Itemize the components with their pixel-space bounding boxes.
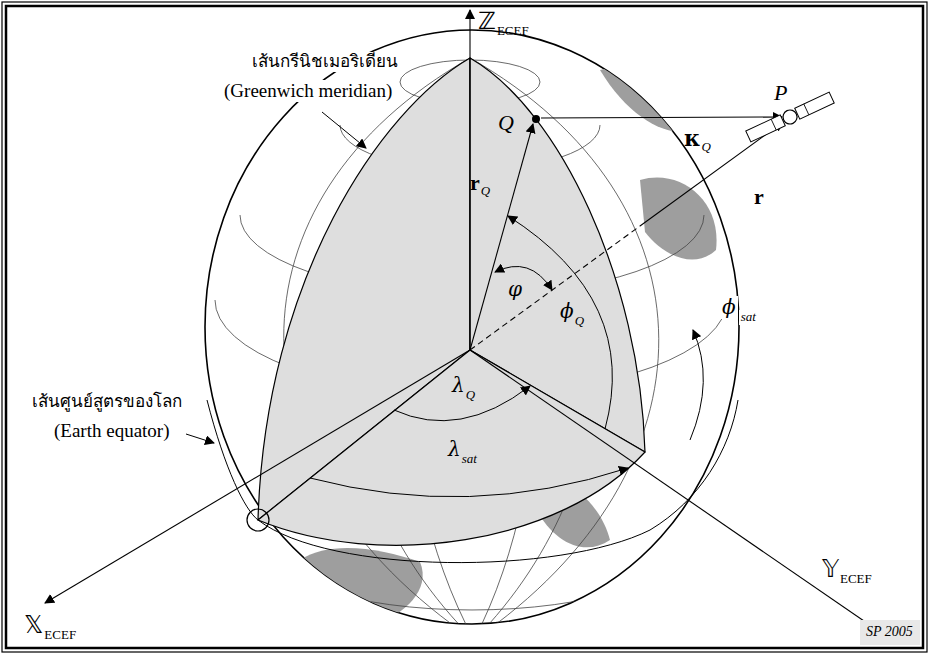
point-label: Q [498, 110, 514, 135]
axis-label: 𝕏 [24, 612, 43, 640]
point-label: P [774, 80, 787, 105]
leader-lines [186, 112, 366, 443]
angle-subscript: Q [466, 388, 475, 403]
earth-globe [205, 30, 739, 624]
satellite-icon [745, 91, 834, 143]
vector-label: r [754, 184, 764, 209]
angle-subscript: sat [739, 310, 758, 325]
graticule [215, 58, 727, 640]
meridian-label: (Greenwich meridian) [222, 80, 394, 102]
axis-subscript: ECEF [497, 24, 529, 39]
position-vector-dashed [470, 226, 640, 350]
angle-label: ϕ [720, 296, 738, 319]
angle-label: φ [508, 278, 522, 301]
signature-box [860, 620, 920, 645]
equator-label: (Earth equator) [52, 420, 172, 442]
signature-text: SP 2005 [866, 624, 913, 640]
parallel-line [257, 540, 687, 610]
axis-subscript: ECEF [840, 572, 872, 587]
leader-line [186, 434, 214, 443]
vector-label: κ [684, 126, 701, 151]
angle-label: λ [448, 438, 461, 461]
panel-rib [771, 119, 776, 130]
position-vector [640, 122, 783, 226]
x-axis [45, 350, 470, 603]
point-vector [470, 124, 533, 350]
angle-arc [508, 216, 612, 429]
inner-frame [6, 6, 923, 648]
angle-label: λ [452, 374, 465, 397]
leader-line [322, 112, 366, 148]
angle-arcs [310, 216, 703, 497]
angle-arc [495, 266, 552, 290]
axis-label: ℤ [478, 8, 496, 36]
angle-arc [690, 330, 703, 440]
land-mass [600, 68, 700, 132]
vector-label: r [470, 170, 480, 195]
solar-panel [746, 115, 786, 142]
angle-subscript: Q [575, 314, 584, 329]
vectors [470, 117, 783, 350]
panel-rib [804, 104, 809, 115]
vector-subscript: Q [481, 184, 490, 199]
look-vector [541, 117, 782, 118]
axis-subscript: ECEF [44, 628, 76, 643]
meridian-label: เส้นกรีนิชเมอริเดียน [250, 52, 400, 72]
axes [45, 10, 880, 632]
equatorial-face [258, 350, 645, 545]
cutaway-wedge [258, 58, 645, 545]
angle-subscript: sat [462, 452, 477, 467]
origin-marker [247, 509, 269, 531]
land-mass [640, 177, 717, 259]
satellite-body [781, 108, 800, 127]
meridian-line [470, 58, 659, 640]
angle-label: ϕ [560, 300, 574, 323]
ground-point [532, 115, 540, 123]
land-mass [212, 468, 242, 592]
axis-label: 𝕐 [822, 556, 839, 584]
solar-panel [795, 92, 835, 119]
equator-label: เส้นศูนย์สูตรของโลก [30, 392, 184, 412]
angle-arc [310, 468, 628, 497]
vector-subscript: Q [702, 140, 711, 155]
